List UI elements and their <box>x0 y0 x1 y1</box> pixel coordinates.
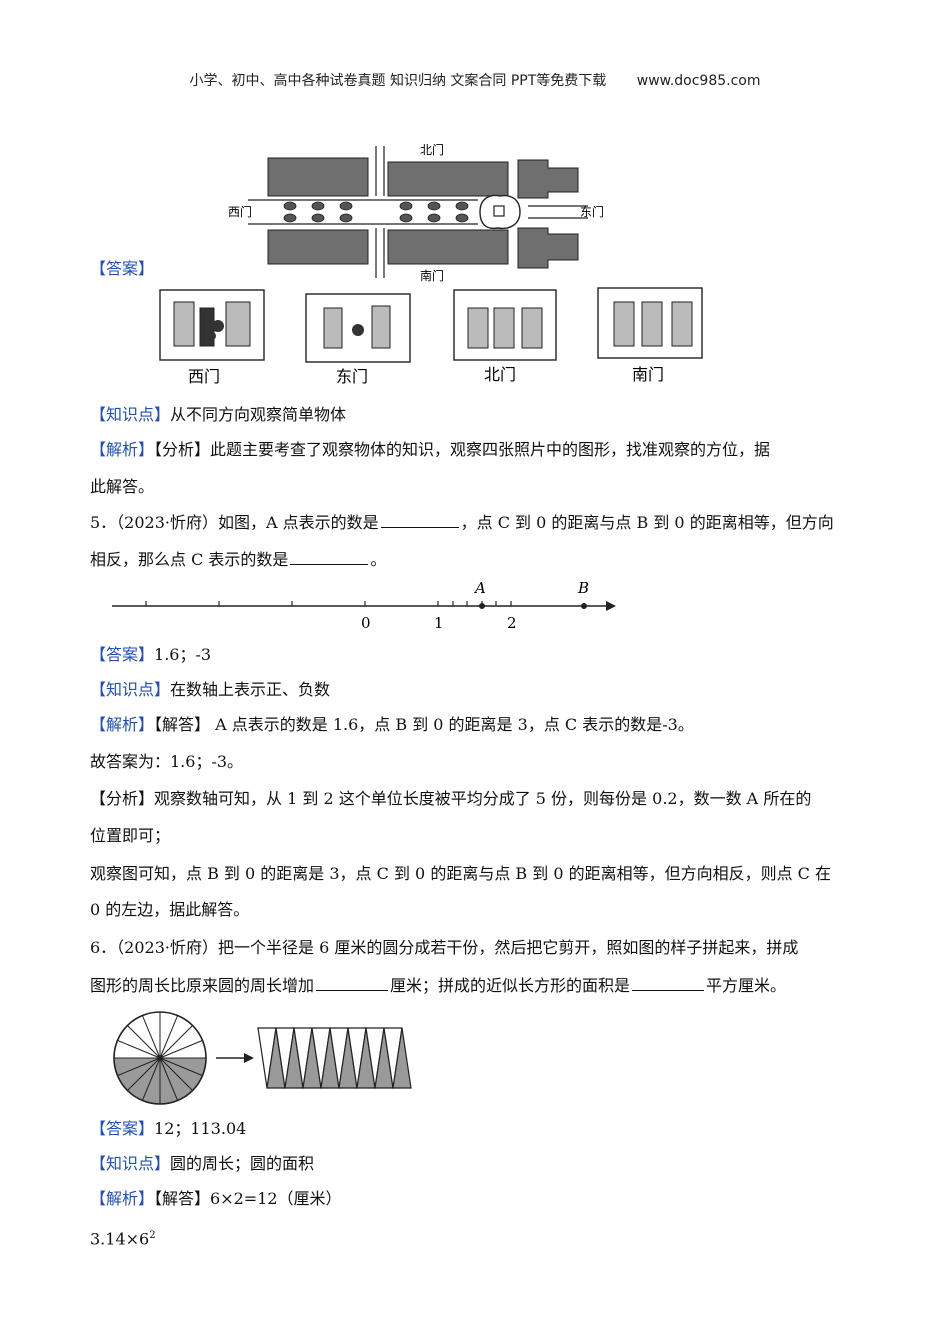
q6-text2c: 平方厘米。 <box>706 976 787 995</box>
q6-question-line2: 图形的周长比原来圆的周长增加 厘米；拼成的近似长方形的面积是 平方厘米。 <box>90 974 860 997</box>
q5-blank-2 <box>290 548 369 565</box>
q5-blank-1 <box>380 511 459 528</box>
sector-line <box>127 1025 161 1059</box>
map-east-label: 东门 <box>580 204 604 219</box>
q6-question-line1: 6．（2023·忻府）把一个半径是 6 厘米的圆分成若干份，然后把它剪开，照如图… <box>90 938 799 957</box>
q4-knowledge-line: 【知识点】从不同方向观察简单物体 <box>90 404 860 426</box>
q6-knowledge-tag: 【知识点】 <box>90 1154 171 1173</box>
q6-solution: 【解答】6×2=12（厘米） <box>154 1189 342 1208</box>
photo-label-south: 南门 <box>632 365 664 384</box>
header-text: 小学、初中、高中各种试卷真题 知识归纳 文案合同 PPT等免费下载 <box>189 73 607 89</box>
sector-line <box>117 1057 161 1077</box>
q4-answer-tag: 【答案】 <box>90 259 155 278</box>
q5-answer-tag: 【答案】 <box>90 645 155 664</box>
q4-knowledge: 从不同方向观察简单物体 <box>170 405 347 424</box>
q6-answer-tag: 【答案】 <box>90 1119 155 1138</box>
sector-line <box>127 1057 161 1091</box>
sector-line <box>159 1025 193 1059</box>
q5-answer-line: 【答案】1.6；-3 <box>90 644 860 666</box>
q6-knowledge-line: 【知识点】圆的周长；圆的面积 <box>90 1153 860 1175</box>
q6-blank-1 <box>316 974 389 991</box>
q5-solution-line: 【解析】【解答】 A 点表示的数是 1.6，点 B 到 0 的距离是 3，点 C… <box>90 714 860 736</box>
sector-line <box>117 1039 161 1059</box>
sector-line <box>141 1057 161 1101</box>
q6-formula-base: 3.14×6 <box>90 1229 150 1249</box>
q4-answer-line: 【答案】 <box>90 258 860 280</box>
sector-line <box>159 1015 179 1059</box>
strip-sector-down <box>392 1027 412 1089</box>
q5-text2a: 相反，那么点 C 表示的数是 <box>90 550 289 569</box>
q5-analysis-line2: 位置即可； <box>90 826 171 845</box>
q4-analysis-line1: 【解析】【分析】此题主要考查了观察物体的知识，观察四张照片中的图形，找准观察的方… <box>90 439 860 461</box>
q5-answer: 1.6；-3 <box>154 645 212 664</box>
q5-text1a: 5．（2023·忻府）如图，A 点表示的数是 <box>90 513 379 532</box>
map-south-label: 南门 <box>420 268 444 283</box>
city-map-figure: 北门 南门 西门 东门 <box>228 138 706 284</box>
tick-1: 1 <box>434 614 444 632</box>
q5-text2b: 。 <box>370 550 387 569</box>
label-b: B <box>577 579 589 597</box>
photo-label-north: 北门 <box>484 365 516 384</box>
q5-analysis-tag: 【解析】 <box>90 715 155 734</box>
q5-text1b: ，点 C 到 0 的距离与点 B 到 0 的距离相等，但方向 <box>460 513 834 532</box>
q5-knowledge-tag: 【知识点】 <box>90 680 171 699</box>
sector-line <box>159 1057 193 1091</box>
tick-2: 2 <box>507 614 517 632</box>
q5-question-line1: 5．（2023·忻府）如图，A 点表示的数是 ，点 C 到 0 的距离与点 B 到… <box>90 511 860 534</box>
q5-question-line2: 相反，那么点 C 表示的数是 。 <box>90 548 860 571</box>
sector-line <box>141 1015 161 1059</box>
q6-answer-line: 【答案】12；113.04 <box>90 1118 860 1140</box>
q5-analysis-line4: 0 的左边，据此解答。 <box>90 900 250 919</box>
q6-blank-2 <box>632 974 705 991</box>
q4-knowledge-tag: 【知识点】 <box>90 405 171 424</box>
q4-analysis-text1: 【分析】此题主要考查了观察物体的知识，观察四张照片中的图形，找准观察的方位，据 <box>154 440 771 459</box>
q6-text2b: 厘米；拼成的近似长方形的面积是 <box>390 976 631 995</box>
label-a: A <box>473 579 486 597</box>
q6-text2a: 图形的周长比原来圆的周长增加 <box>90 976 315 995</box>
q6-knowledge: 圆的周长；圆的面积 <box>170 1154 315 1173</box>
q6-solution-line: 【解析】【解答】6×2=12（厘米） <box>90 1188 860 1210</box>
sector-line <box>159 1057 179 1101</box>
q5-solution: 【解答】 A 点表示的数是 1.6，点 B 到 0 的距离是 3，点 C 表示的… <box>154 715 694 734</box>
map-north-label: 北门 <box>420 142 444 157</box>
photos-figure: 西门 东门 北门 南门 <box>159 287 703 386</box>
q6-formula: 3.14×62 <box>90 1225 860 1250</box>
q6-formula-exp: 2 <box>149 1230 156 1241</box>
q6-answer: 12；113.04 <box>154 1119 247 1138</box>
photo-label-west: 西门 <box>188 367 220 386</box>
q5-knowledge-line: 【知识点】在数轴上表示正、负数 <box>90 679 860 701</box>
header-site: www.doc985.com <box>636 73 761 89</box>
q4-analysis-line2: 此解答。 <box>90 477 155 496</box>
map-west-label: 西门 <box>228 204 252 219</box>
point-a-dot <box>479 603 485 609</box>
q4-analysis-tag: 【解析】 <box>90 440 155 459</box>
q5-analysis-line3: 观察图可知，点 B 到 0 的距离是 3，点 C 到 0 的距离与点 B 到 0… <box>90 864 832 883</box>
sector-line <box>159 1039 203 1059</box>
point-b-dot <box>581 603 587 609</box>
sector-line <box>159 1057 203 1077</box>
tick-0: 0 <box>361 614 371 632</box>
circle-rearrange-figure <box>113 1011 412 1105</box>
q5-analysis-line1: 【分析】观察数轴可知，从 1 到 2 这个单位长度被平均分成了 5 份，则每份是… <box>90 789 812 808</box>
q6-analysis-tag: 【解析】 <box>90 1189 155 1208</box>
q5-knowledge: 在数轴上表示正、负数 <box>170 680 331 699</box>
page-header: 小学、初中、高中各种试卷真题 知识归纳 文案合同 PPT等免费下载 www.do… <box>0 70 950 90</box>
photo-label-east: 东门 <box>336 367 368 386</box>
number-line-figure: 0 1 2 A B <box>112 579 616 632</box>
q5-conclusion: 故答案为：1.6；-3。 <box>90 752 244 771</box>
